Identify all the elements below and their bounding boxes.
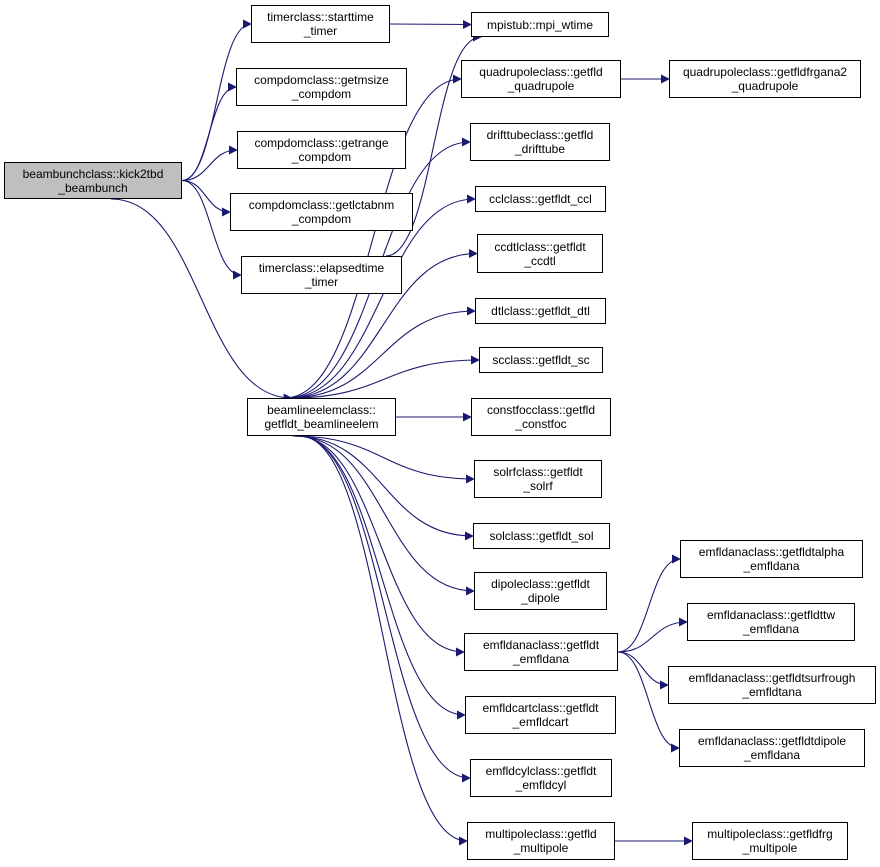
edge-emfldana-to-talpha [617, 554, 681, 653]
edge-elapsedtime-to-mpiwtime [385, 32, 482, 257]
edge-beamlineelem-to-emfldcart [297, 435, 466, 720]
node-getfldt-sol[interactable]: solclass::getfldt_sol [473, 523, 610, 549]
edge-beamlineelem-to-ccl [287, 194, 476, 399]
node-kick2tbd-beambunch[interactable]: beambunchclass::kick2tbd _beambunch [4, 162, 182, 199]
edge-beamlineelem-to-emfldana [296, 435, 465, 657]
node-getfld-drifttube[interactable]: drifttubeclass::getfld _drifttube [470, 123, 610, 161]
node-getfldtsurfrough-emfldtana[interactable]: emfldanaclass::getfldtsurfrough _emfldta… [668, 666, 876, 704]
edge-beamlineelem-to-ccdtl [288, 249, 478, 399]
node-getfldttw-emfldana[interactable]: emfldanaclass::getfldttw _emfldana [687, 603, 855, 641]
edge-emfldana-to-tsurfrough [617, 651, 669, 690]
node-getfldt-emfldcyl[interactable]: emfldcylclass::getfldt _emfldcyl [470, 759, 612, 797]
edge-root-to-getmsize [181, 82, 237, 182]
node-getfldt-solrf[interactable]: solrfclass::getfldt _solrf [474, 460, 602, 498]
node-getfld-quadrupole[interactable]: quadrupoleclass::getfld _quadrupole [461, 60, 621, 98]
node-mpi-wtime[interactable]: mpistub::mpi_wtime [471, 12, 609, 37]
node-getmsize-compdom[interactable]: compdomclass::getmsize _compdom [236, 68, 407, 106]
node-getfldtdipole-emfldana[interactable]: emfldanaclass::getfldtdipole _emfldana [679, 729, 865, 767]
node-getfldt-dipole[interactable]: dipoleclass::getfldt _dipole [474, 572, 607, 610]
edge-root-to-getlctabnm [181, 179, 231, 217]
node-getfld-constfoc[interactable]: constfocclass::getfld _constfoc [471, 398, 611, 436]
node-getfldfrgana2-quadrupole[interactable]: quadrupoleclass::getfldfrgana2 _quadrupo… [669, 60, 861, 98]
node-getfldt-dtl[interactable]: dtlclass::getfldt_dtl [475, 298, 606, 324]
node-getfldt-emfldcart[interactable]: emfldcartclass::getfldt _emfldcart [465, 696, 616, 734]
node-getfldt-emfldana[interactable]: emfldanaclass::getfldt _emfldana [464, 633, 618, 671]
edge-beamlineelem-to-dipole [294, 435, 475, 596]
edge-beamlineelem-to-multipole [299, 435, 468, 846]
node-getfld-multipole[interactable]: multipoleclass::getfld _multipole [467, 822, 615, 860]
node-getfldt-ccdtl[interactable]: ccdtlclass::getfldt _ccdtl [477, 234, 603, 273]
node-getrange-compdom[interactable]: compdomclass::getrange _compdom [237, 131, 406, 169]
node-elapsedtime-timer[interactable]: timerclass::elapsedtime _timer [241, 256, 402, 294]
edge-beamlineelem-to-solrf [292, 435, 475, 484]
edge-beamlineelem-to-sol [293, 435, 474, 541]
edge-emfldana-to-tdipole [617, 651, 680, 753]
edge-starttime-to-mpiwtime [389, 19, 472, 29]
edge-root-to-elapsedtime [181, 179, 242, 280]
edge-beamlineelem-to-dtl [289, 306, 476, 399]
edge-root-to-beamlineelem [110, 198, 293, 403]
node-starttime-timer[interactable]: timerclass::starttime _timer [251, 5, 390, 43]
edge-emfldana-to-ttw [617, 617, 688, 653]
edge-beamlineelem-to-emfldcyl [298, 435, 471, 783]
node-getfldtalpha-emfldana[interactable]: emfldanaclass::getfldtalpha _emfldana [680, 540, 863, 578]
edge-beamlineelem-to-quadrupole [284, 74, 462, 399]
node-getfldt-ccl[interactable]: cclclass::getfldt_ccl [475, 186, 606, 212]
node-getfldfrg-multipole[interactable]: multipoleclass::getfldfrg _multipole [692, 822, 848, 860]
edge-root-to-getrange [181, 145, 238, 182]
node-getfldt-beamlineelem[interactable]: beamlineelemclass:: getfldt_beamlineelem [247, 398, 396, 436]
node-getfldt-sc[interactable]: scclass::getfldt_sc [479, 347, 603, 373]
node-getlctabnm-compdom[interactable]: compdomclass::getlctabnm _compdom [230, 193, 413, 231]
edge-beamlineelem-to-sc [290, 355, 480, 399]
